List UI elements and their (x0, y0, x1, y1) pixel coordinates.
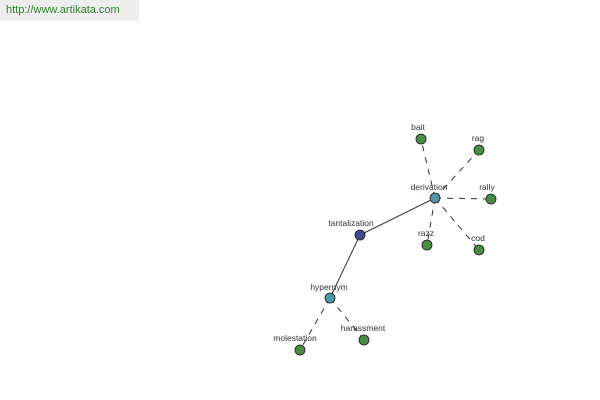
word-label-bait: bait (411, 122, 425, 132)
labels-layer: tantalization derivation bait rag rally razz c… (273, 122, 495, 343)
url-banner: http://www.artikata.com (0, 0, 139, 21)
node-leaf-molestation[interactable] (294, 344, 306, 356)
nodes-layer (294, 133, 497, 356)
word-label-razz: razz (418, 228, 434, 238)
relation-label-hypernym: hypernym (310, 282, 347, 292)
word-label-rally: rally (479, 182, 495, 192)
word-label-molestation: molestation (273, 333, 317, 343)
node-leaf-rag[interactable] (473, 144, 485, 156)
relation-label-derivation: derivation (411, 182, 448, 192)
node-root-tantalization[interactable] (354, 229, 366, 241)
edge-tantalization-hypernym (329, 234, 361, 299)
artikata-link[interactable]: http://www.artikata.com (6, 4, 120, 16)
node-leaf-razz[interactable] (421, 239, 433, 251)
node-leaf-harassment[interactable] (358, 334, 370, 346)
edge-derivation-rally (434, 197, 492, 200)
edges-layer (299, 138, 492, 351)
word-label-harassment: harassment (341, 323, 386, 333)
edge-hypernym-harassment (329, 297, 365, 341)
edge-derivation-bait (420, 138, 436, 199)
edge-tantalization-derivation (359, 197, 436, 236)
node-leaf-rally[interactable] (485, 193, 497, 205)
node-relation-hypernym[interactable] (324, 292, 336, 304)
edge-hypernym-molestation (299, 297, 331, 351)
node-relation-derivation[interactable] (429, 192, 441, 204)
node-label-tantalization: tantalization (328, 218, 374, 228)
word-label-cod: cod (471, 233, 485, 243)
edge-derivation-razz (426, 197, 436, 246)
word-label-rag: rag (472, 133, 485, 143)
node-leaf-bait[interactable] (415, 133, 427, 145)
node-leaf-cod[interactable] (473, 244, 485, 256)
